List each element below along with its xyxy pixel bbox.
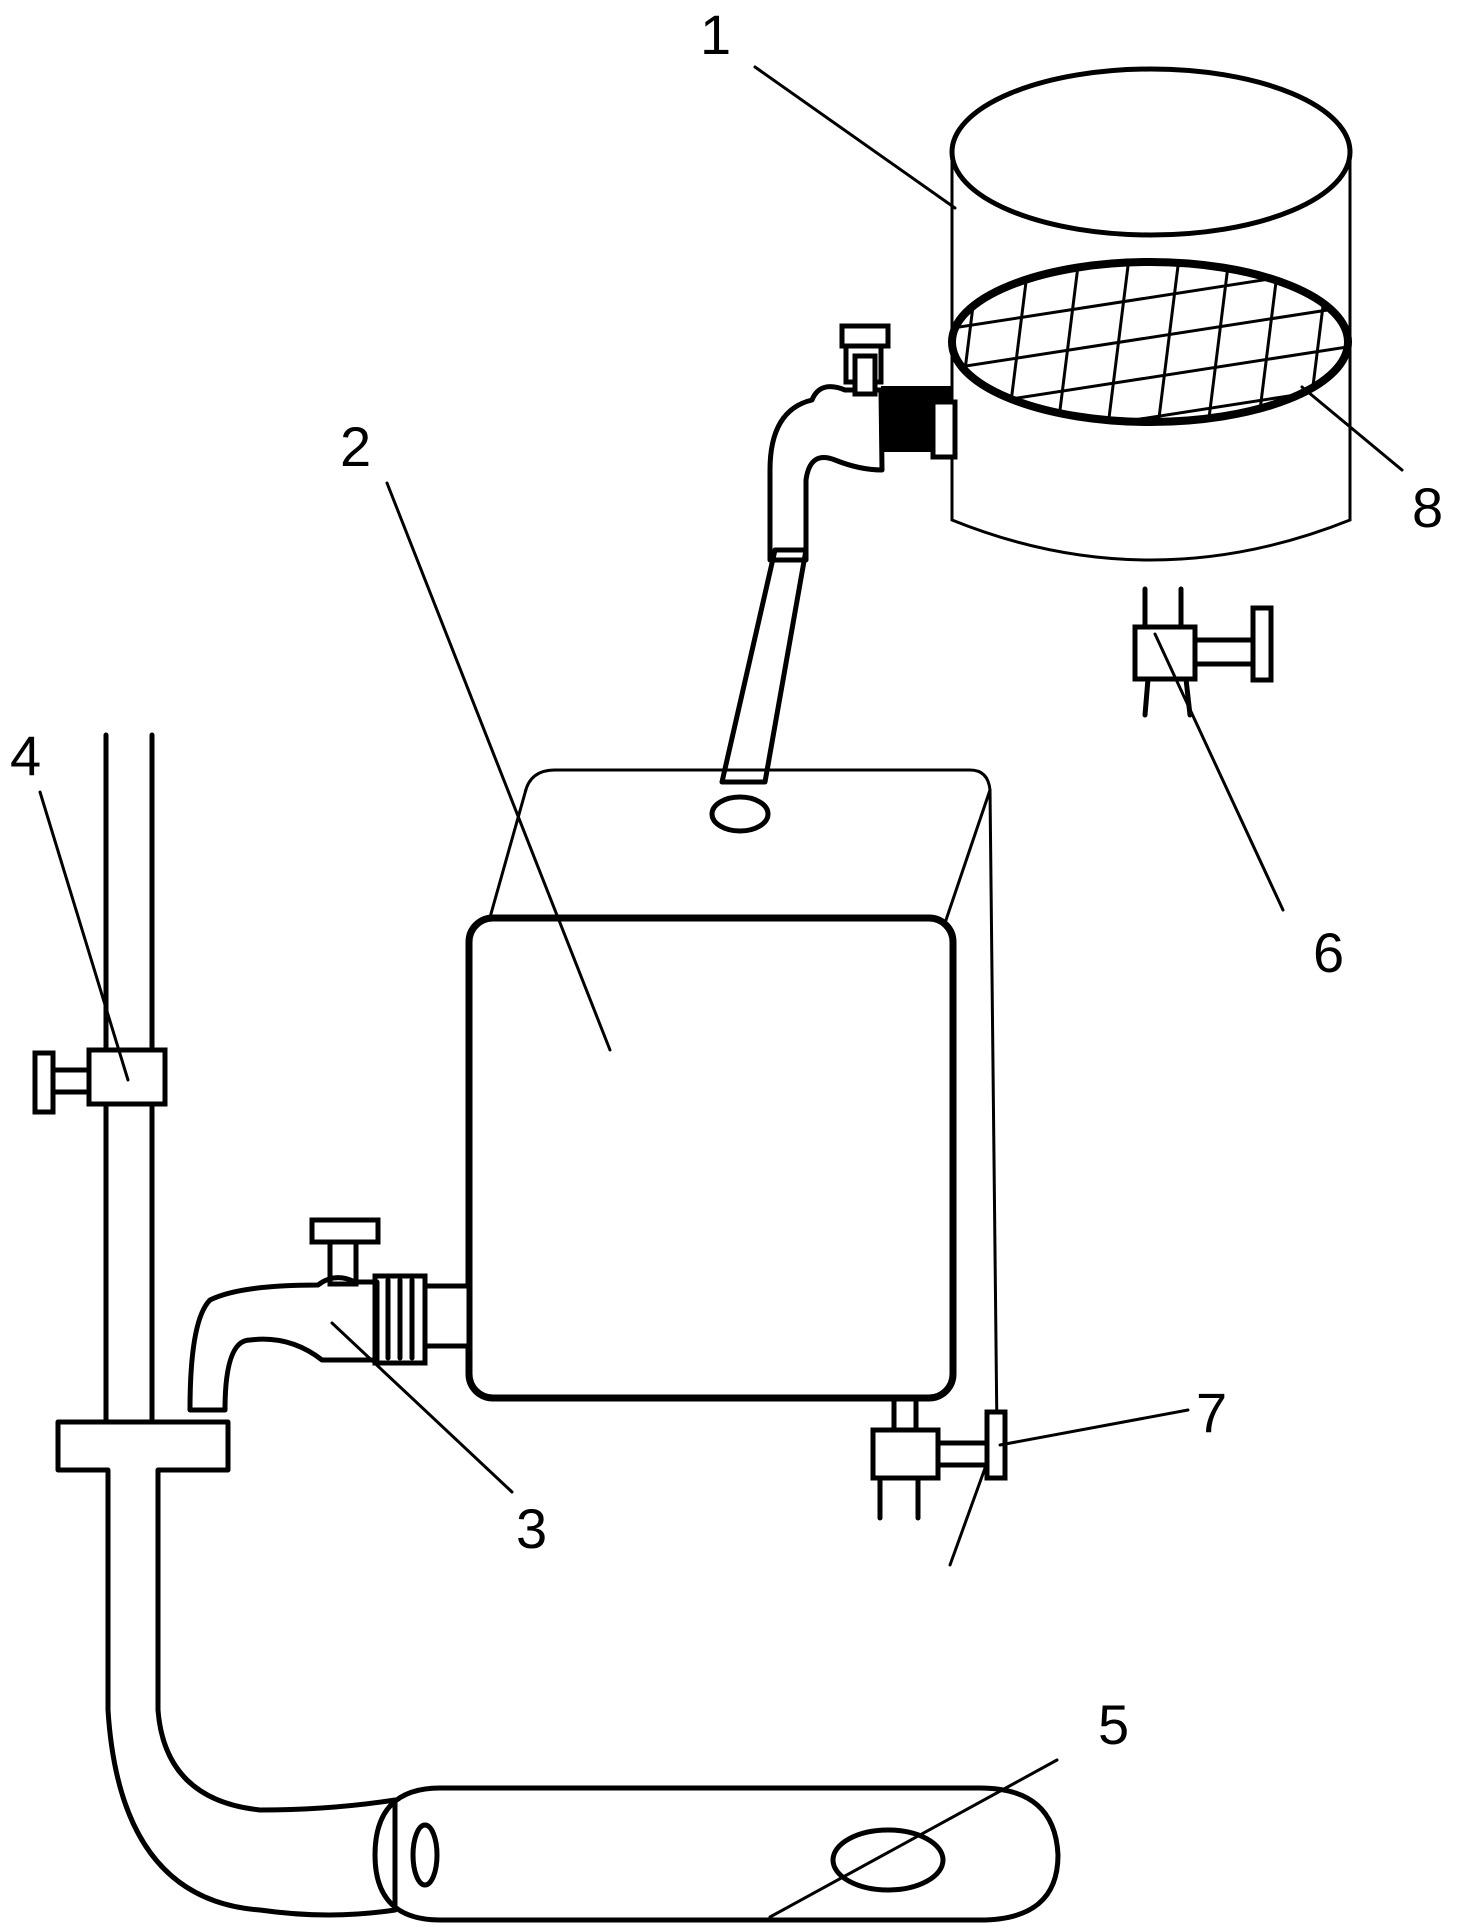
upper-cylinder-tank: [949, 66, 1353, 562]
label-4: 4: [10, 724, 41, 787]
pipe-valve: [32, 1047, 168, 1115]
label-3: 3: [516, 1497, 547, 1560]
label-2: 2: [340, 415, 371, 478]
label-5: 5: [1098, 1693, 1129, 1756]
pipe-tee: [55, 1419, 398, 1918]
box-bottom-valve: [870, 1395, 1008, 1521]
lower-faucet: [187, 1217, 472, 1413]
tank1-bottom-valve: [1132, 586, 1274, 718]
connecting-hose: [709, 547, 809, 834]
label-7: 7: [1196, 1381, 1227, 1444]
bottom-bulb: [372, 1785, 1061, 1923]
label-6: 6: [1313, 921, 1344, 984]
middle-box: [465, 768, 999, 1567]
filter-mesh: [948, 258, 1352, 426]
leader-lines: [38, 65, 1404, 1919]
label-8: 8: [1412, 476, 1443, 539]
upper-faucet: [767, 323, 958, 563]
label-1: 1: [700, 3, 731, 66]
